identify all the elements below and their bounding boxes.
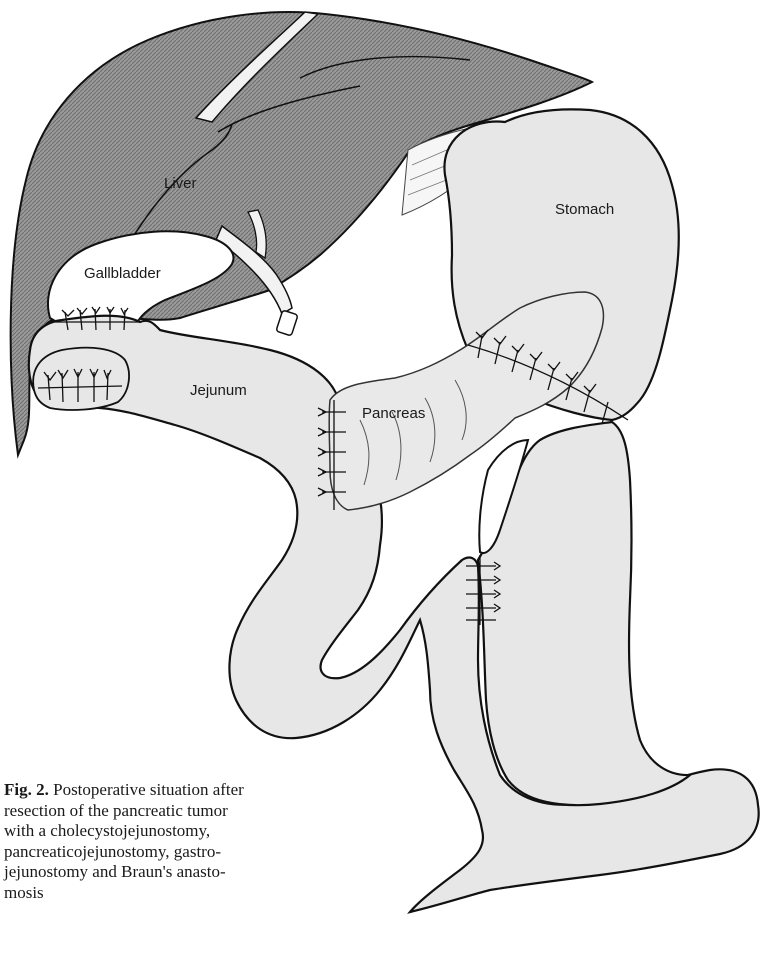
- jejunum-blind-end: [33, 348, 129, 410]
- caption-line: resection of the pancreatic tumor: [4, 801, 228, 820]
- caption-line: mosis: [4, 883, 44, 902]
- label-gallbladder: Gallbladder: [84, 265, 161, 282]
- label-stomach: Stomach: [555, 201, 614, 218]
- caption-line: jejunostomy and Braun's anasto-: [4, 862, 226, 881]
- caption-line: Postoperative situation after: [49, 780, 244, 799]
- duct-ligature: [276, 310, 298, 336]
- caption-line: with a cholecystojejunostomy,: [4, 821, 210, 840]
- label-pancreas: Pancreas: [362, 405, 425, 422]
- label-jejunum: Jejunum: [190, 382, 247, 399]
- caption-line: pancreaticojejunostomy, gastro-: [4, 842, 221, 861]
- figure-number: Fig. 2.: [4, 780, 49, 799]
- label-liver: Liver: [164, 175, 197, 192]
- figure-caption: Fig. 2. Postoperative situation after re…: [4, 780, 334, 903]
